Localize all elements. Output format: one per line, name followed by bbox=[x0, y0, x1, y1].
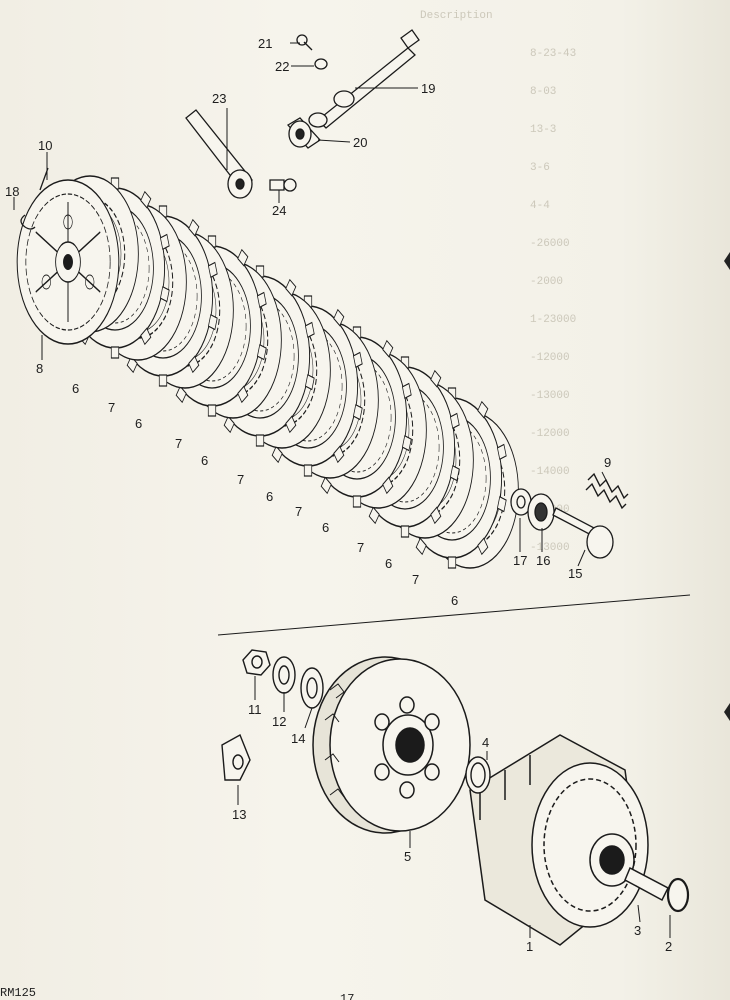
bleed-row: 8-03 bbox=[530, 86, 556, 98]
bleed-row: Description bbox=[420, 10, 493, 22]
callout-9: 9 bbox=[604, 455, 611, 470]
callout-7e: 7 bbox=[357, 540, 364, 555]
callout-6g: 6 bbox=[451, 593, 458, 608]
callout-labels: 21 22 23 19 20 24 10 18 8 6 7 6 7 6 7 6 … bbox=[5, 36, 672, 954]
callout-21: 21 bbox=[258, 36, 272, 51]
callout-7d: 7 bbox=[295, 504, 302, 519]
callout-20: 20 bbox=[353, 135, 367, 150]
callout-15: 15 bbox=[568, 566, 582, 581]
callout-5: 5 bbox=[404, 849, 411, 864]
page-edge-marker bbox=[724, 703, 730, 721]
callout-24: 24 bbox=[272, 203, 286, 218]
model-code: RM125 bbox=[0, 986, 37, 1000]
callout-6d: 6 bbox=[266, 489, 273, 504]
callout-22: 22 bbox=[275, 59, 289, 74]
bleed-row: -14000 bbox=[530, 466, 570, 478]
callout-6f: 6 bbox=[385, 556, 392, 571]
clutch-housing bbox=[469, 734, 690, 946]
bleed-row: -13000 bbox=[530, 390, 570, 402]
callout-1: 1 bbox=[526, 939, 533, 954]
callout-2: 2 bbox=[665, 939, 672, 954]
callout-14: 14 bbox=[291, 731, 305, 746]
pressure-plate bbox=[16, 179, 120, 345]
callout-11: 11 bbox=[248, 702, 262, 717]
callout-7c: 7 bbox=[237, 472, 244, 487]
callout-12: 12 bbox=[272, 714, 286, 729]
callout-10: 10 bbox=[38, 138, 52, 153]
callout-17: 17 bbox=[513, 553, 527, 568]
page-edge-marker bbox=[724, 252, 730, 270]
bleed-row: 3-6 bbox=[530, 162, 550, 174]
callout-6b: 6 bbox=[135, 416, 142, 431]
bleed-row: -12000 bbox=[530, 428, 570, 440]
clutch-plate-stack bbox=[16, 175, 520, 569]
release-parts bbox=[510, 472, 629, 559]
callout-13: 13 bbox=[232, 807, 246, 822]
callout-18: 18 bbox=[5, 184, 19, 199]
callout-3: 3 bbox=[634, 923, 641, 938]
release-lever-assembly bbox=[20, 29, 420, 230]
bleed-row: -12000 bbox=[530, 352, 570, 364]
callout-7a: 7 bbox=[108, 400, 115, 415]
bleed-row: -13000 bbox=[530, 542, 570, 554]
callout-8: 8 bbox=[36, 361, 43, 376]
callout-23: 23 bbox=[212, 91, 226, 106]
leader-lines bbox=[13, 42, 671, 938]
callout-4: 4 bbox=[482, 735, 489, 750]
callout-7f: 7 bbox=[412, 572, 419, 587]
callout-6c: 6 bbox=[201, 453, 208, 468]
bleed-row: 4-4 bbox=[530, 200, 550, 212]
bleed-row: -2000 bbox=[530, 276, 563, 288]
page-number: 17 bbox=[340, 992, 355, 1000]
bleed-row: 13-3 bbox=[530, 124, 556, 136]
clutch-hub bbox=[217, 594, 691, 834]
bleed-row: 8-23-43 bbox=[530, 48, 576, 60]
callout-6e: 6 bbox=[322, 520, 329, 535]
callout-19: 19 bbox=[421, 81, 435, 96]
callout-16: 16 bbox=[536, 553, 550, 568]
callout-6a: 6 bbox=[72, 381, 79, 396]
bleed-row: 1-23000 bbox=[530, 314, 576, 326]
bleed-row: -26000 bbox=[530, 238, 570, 250]
callout-7b: 7 bbox=[175, 436, 182, 451]
